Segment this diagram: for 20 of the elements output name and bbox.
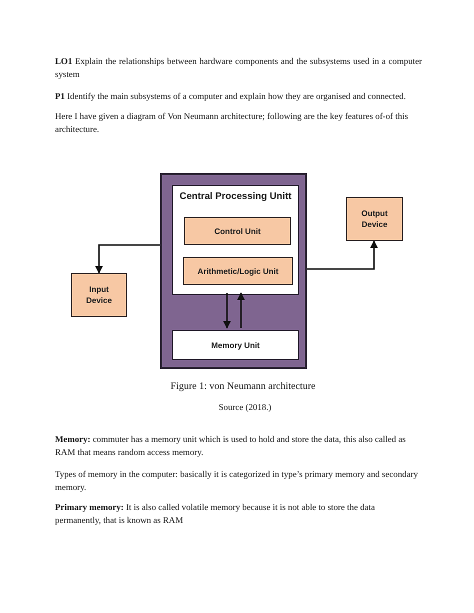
arrow	[237, 292, 245, 328]
system-frame	[160, 173, 307, 369]
body-paragraph: Primary memory: It is also called volatile memory because it is not able to store the data permanently, that is known as RAM	[55, 501, 376, 527]
objective-text: LO1 Explain the relationships between hardware components and the subsystems used in a computer system	[55, 55, 422, 81]
body-paragraph: Memory: commuter has a memory unit which is used to hold and store the data, this also called as RAM that means random access memory.	[55, 433, 407, 459]
component-box	[172, 185, 299, 295]
source-citation: Source (2018.)	[218, 401, 272, 414]
arrow	[223, 293, 231, 329]
component-box: Arithmetic/Logic Unit	[183, 257, 293, 285]
arrow	[307, 240, 378, 270]
intro-paragraph: Here I have given a diagram of Von Neumann architecture; following are the key features of-of this architecture.	[55, 110, 410, 136]
component-box: Memory Unit	[172, 330, 299, 360]
box-heading: Central Processing Unitt	[178, 191, 292, 202]
objective-text: P1 Identify the main subsystems of a computer and explain how they are organised and connected.	[55, 90, 407, 103]
component-box: Control Unit	[184, 217, 291, 245]
figure-caption: Figure 1: von Neumann architecture	[170, 380, 316, 393]
body-paragraph: Types of memory in the computer: basically it is categorized in type’s primary memory and secondary memory.	[55, 468, 419, 494]
arrow	[95, 244, 160, 274]
component-box: Output Device	[346, 197, 403, 241]
component-box: Input Device	[71, 273, 127, 317]
